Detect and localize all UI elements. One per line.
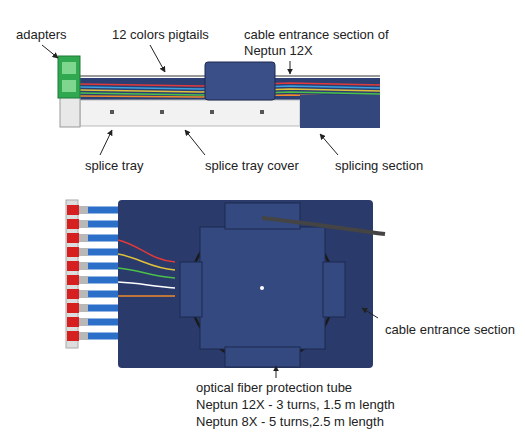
connector (67, 303, 118, 313)
leader-arrow (100, 130, 112, 155)
fiber (118, 268, 175, 278)
callout-label: Neptun 12X - 3 turns, 1.5 m length (196, 397, 395, 413)
connector (67, 261, 118, 271)
cover-tab (225, 347, 300, 367)
fiber (118, 240, 175, 262)
connector (67, 317, 118, 327)
top-view-photo (66, 200, 385, 368)
hole (110, 110, 114, 114)
cable (262, 218, 385, 234)
fiber (118, 282, 175, 288)
callout-label: Neptun 8X - 5 turns,2.5 m length (196, 414, 384, 430)
fiber (118, 295, 175, 297)
leader-arrow (276, 366, 277, 378)
tray-cover (205, 62, 275, 100)
connector (67, 275, 118, 285)
hole (160, 110, 164, 114)
callout-label: optical fiber protection tube (196, 380, 352, 396)
connector (67, 233, 118, 243)
side-view-photo (58, 56, 380, 128)
callout-label: splice tray (85, 158, 144, 174)
leader-arrow (42, 45, 58, 58)
callout-label: cable entrance section (385, 322, 515, 338)
callout-label: splice tray cover (205, 158, 299, 174)
cover-tab (180, 262, 202, 317)
connector (67, 219, 118, 229)
adapter-port (62, 62, 76, 74)
callout-label: cable entrance section of Neptun 12X (244, 27, 412, 59)
adapter-block (58, 56, 80, 98)
callout-label: splicing section (335, 158, 423, 174)
leader-arrow (320, 134, 338, 155)
protection-tube (195, 223, 329, 357)
tray-cover (200, 227, 325, 349)
leader-arrow (362, 308, 378, 318)
protection-tube (190, 218, 334, 362)
connector (67, 331, 118, 341)
leader-arrow (185, 130, 205, 155)
cover-tab (323, 262, 345, 317)
leader-lines (42, 45, 378, 378)
cover-tab (225, 203, 300, 229)
connector (67, 205, 118, 215)
hole (210, 110, 214, 114)
hole (260, 110, 264, 114)
callout-label: 12 colors pigtails (112, 27, 209, 43)
connector (67, 289, 118, 299)
splice-tray (80, 100, 300, 126)
leader-arrow (150, 45, 165, 72)
cover-pin (260, 286, 264, 290)
splicing-section (300, 95, 380, 128)
connector (67, 247, 118, 257)
callout-label: adapters (16, 27, 67, 43)
fiber (118, 254, 175, 270)
adapter-port (62, 80, 76, 92)
protection-tube (200, 228, 324, 352)
front-bracket (60, 95, 80, 127)
leader-arrow (290, 61, 291, 74)
